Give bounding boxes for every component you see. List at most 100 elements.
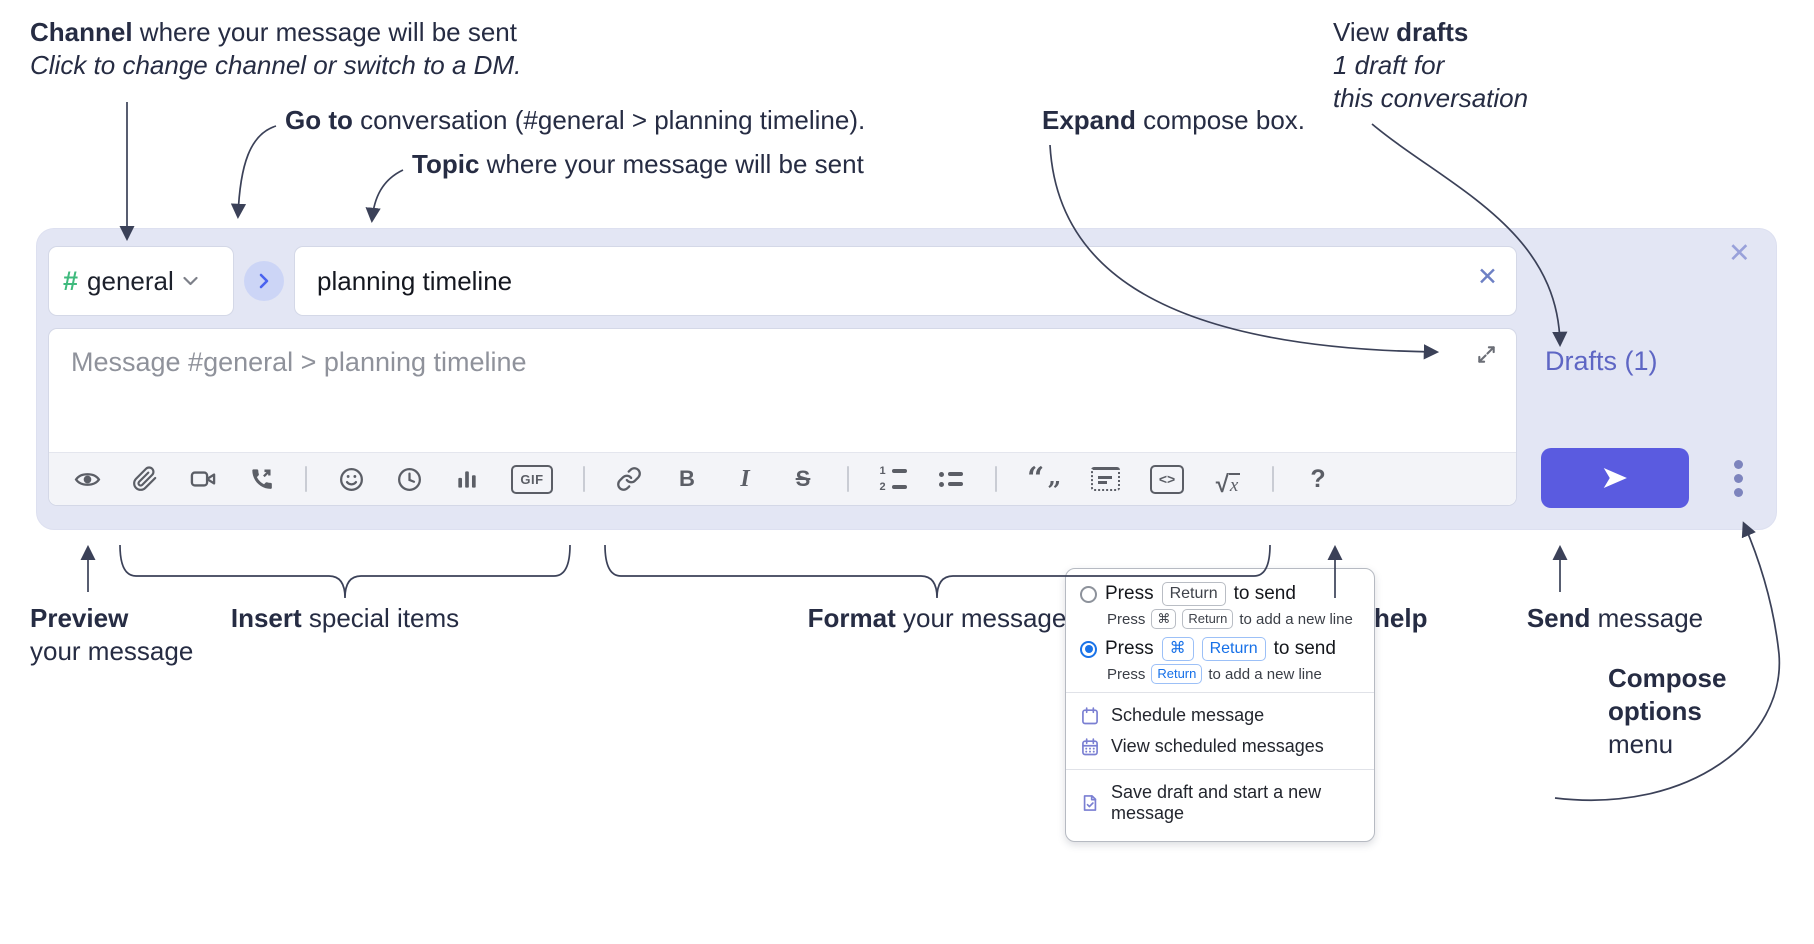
message-input[interactable] [49, 329, 1516, 451]
schedule-message-item[interactable]: Schedule message [1080, 700, 1360, 731]
view-scheduled-messages-item[interactable]: View scheduled messages [1080, 731, 1360, 762]
draft-check-icon [1080, 793, 1100, 813]
quote-open-glyph: “ [1027, 461, 1045, 496]
format-annotation: Format your message [808, 602, 1067, 635]
formatting-help-icon[interactable]: ? [1310, 464, 1326, 493]
return-key-blue: Return [1151, 664, 1203, 684]
send-button[interactable] [1541, 448, 1689, 508]
send-icon [1603, 468, 1627, 488]
calendar-grid-icon [1080, 737, 1100, 757]
compose-options-line1: Compose [1608, 663, 1727, 693]
view-scheduled-messages-label: View scheduled messages [1111, 736, 1324, 756]
drafts-annotation-line3: this conversation [1333, 83, 1529, 113]
schedule-message-label: Schedule message [1111, 705, 1265, 725]
popup-divider [1066, 692, 1374, 693]
insert-annotation-rest: special items [301, 603, 460, 633]
radio-unselected-icon[interactable] [1080, 585, 1097, 603]
cmd-key: ⌘ [1151, 609, 1177, 629]
topic-input[interactable] [295, 247, 1516, 315]
expand-annotation-bold: Expand [1042, 105, 1136, 135]
popup-divider [1066, 769, 1374, 770]
insert-annotation: Insert special items [231, 602, 459, 635]
expand-annotation: Expand compose box. [1042, 104, 1305, 137]
preview-annotation-line2: your message [30, 636, 194, 666]
channel-annotation-line2: Click to change channel or switch to a D… [30, 50, 522, 80]
insert-brace [119, 544, 571, 599]
drafts-annotation: View drafts 1 draft for this conversatio… [1333, 16, 1528, 115]
preview-annotation: Preview your message [30, 602, 193, 668]
compose-toolbar: GIF B I S 1 2 [49, 452, 1516, 505]
compose-options-line3: menu [1608, 729, 1674, 759]
format-annotation-bold: Format [807, 603, 896, 633]
compose-options-menu-icon[interactable] [1734, 460, 1743, 497]
press-label: Press [1107, 665, 1146, 683]
drafts-link[interactable]: Drafts (1) [1545, 346, 1658, 376]
goto-annotation: Go to conversation (#general > planning … [285, 104, 865, 137]
chevron-down-icon [183, 276, 198, 286]
gif-icon[interactable]: GIF [511, 464, 553, 494]
emoji-icon[interactable] [337, 461, 365, 497]
goto-connector [230, 125, 277, 220]
goto-annotation-bold: Go to [285, 105, 353, 135]
drafts-annotation-pre: View [1333, 17, 1397, 47]
compose-options-line2: options [1608, 696, 1702, 726]
radio-selected-icon[interactable] [1080, 640, 1097, 658]
attach-file-icon[interactable] [131, 461, 159, 497]
chevron-right-icon [259, 273, 269, 289]
math-x-glyph: x [1228, 473, 1241, 497]
channel-hash-icon: # [63, 265, 79, 296]
toolbar-divider [305, 466, 307, 492]
voice-call-icon[interactable] [247, 461, 275, 497]
strikethrough-icon[interactable]: S [789, 461, 817, 497]
strike-glyph: S [795, 466, 811, 491]
clear-topic-icon[interactable]: ✕ [1477, 263, 1498, 291]
schedule-time-icon[interactable] [395, 461, 423, 497]
enter-sends-sub: Press ⌘ Return to add a new line [1107, 609, 1360, 629]
math-icon[interactable]: √ x [1214, 461, 1242, 497]
press-label: Press [1107, 610, 1146, 628]
poll-icon[interactable] [453, 461, 481, 497]
format-annotation-rest: your message [895, 603, 1067, 633]
go-to-conversation-button[interactable] [244, 261, 284, 301]
compose-options-annotation: Compose options menu [1608, 662, 1726, 761]
compose-options-popup: Press Return to send Press ⌘ Return to a… [1065, 568, 1375, 842]
topic-annotation-rest: where your message will be sent [479, 149, 864, 179]
quote-icon[interactable]: “ ” [1027, 461, 1061, 505]
preview-icon[interactable] [73, 461, 101, 497]
code-icon[interactable]: <> [1150, 464, 1184, 494]
to-add-line-label: to add a new line [1208, 665, 1322, 683]
bold-icon[interactable]: B [679, 466, 695, 491]
expand-annotation-rest: compose box. [1135, 105, 1306, 135]
close-compose-icon[interactable]: ✕ [1728, 238, 1751, 268]
calendar-icon [1080, 706, 1100, 726]
drafts-annotation-bold: drafts [1396, 17, 1469, 47]
cmd-enter-sends-option[interactable]: Press ⌘ Return to send [1080, 637, 1360, 661]
expand-compose-icon[interactable] [1475, 343, 1498, 371]
formatting-help-annotation-bold: help [1374, 603, 1428, 633]
link-icon[interactable] [615, 461, 643, 497]
video-call-icon[interactable] [189, 461, 217, 497]
bulleted-list-icon[interactable] [937, 461, 965, 497]
topic-annotation-bold: Topic [412, 149, 480, 179]
numbered-list-icon[interactable]: 1 2 [879, 461, 907, 497]
channel-annotation-bold: Channel [30, 17, 133, 47]
return-key: Return [1161, 582, 1226, 606]
press-label: Press [1105, 583, 1154, 604]
return-key-blue: Return [1201, 637, 1266, 661]
cmd-enter-sends-sub: Press Return to add a new line [1107, 664, 1360, 684]
press-label: Press [1105, 638, 1154, 659]
topic-field-wrapper: ✕ [294, 246, 1517, 316]
to-send-label: to send [1273, 638, 1336, 659]
spoiler-icon[interactable] [1091, 461, 1120, 497]
goto-annotation-rest: conversation (#general > planning timeli… [352, 105, 866, 135]
italic-icon[interactable]: I [740, 465, 750, 492]
toolbar-divider [1272, 466, 1274, 492]
quote-close-glyph: ” [1047, 476, 1061, 505]
topic-connector [365, 169, 404, 224]
message-box: GIF B I S 1 2 [48, 328, 1517, 506]
save-draft-item[interactable]: Save draft and start a new message [1080, 777, 1360, 829]
send-annotation: Send message [1527, 602, 1703, 635]
channel-selector[interactable]: # general [48, 246, 234, 316]
enter-sends-option[interactable]: Press Return to send [1080, 582, 1360, 606]
